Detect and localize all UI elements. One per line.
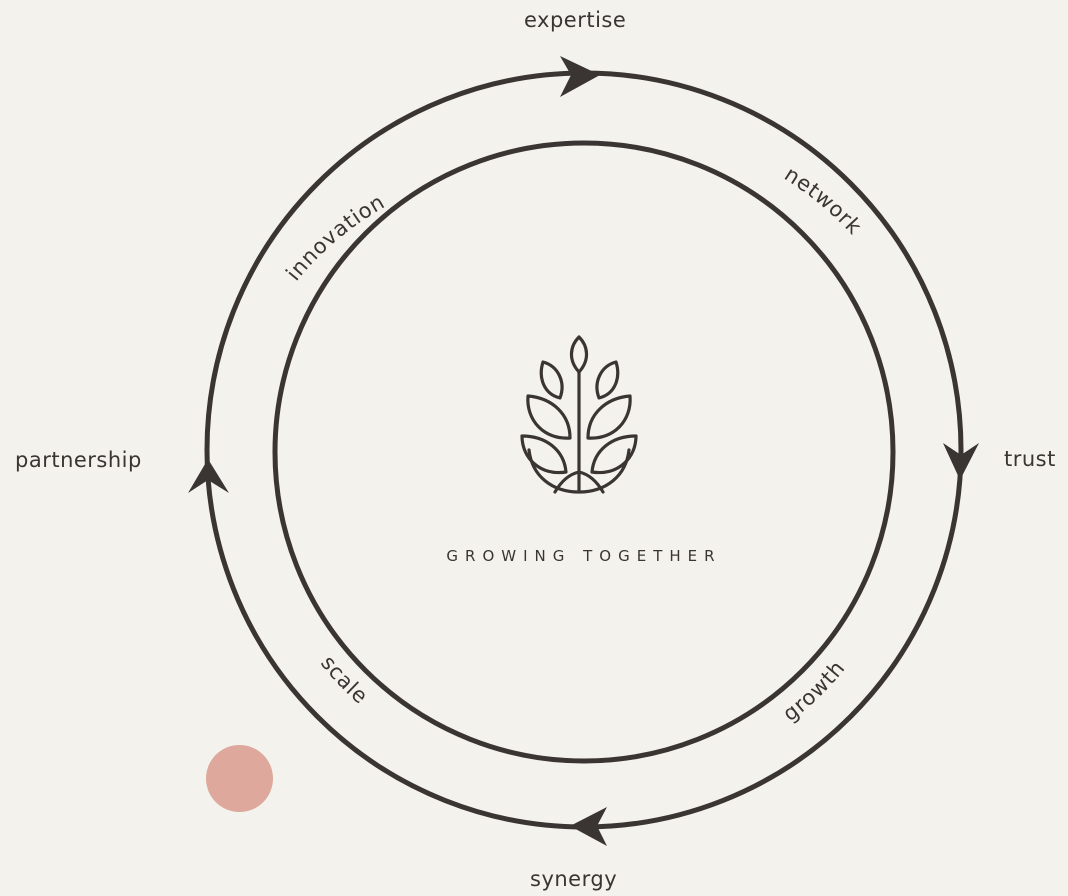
arrowhead-bottom [570,807,607,846]
node-label-expertise: expertise [524,8,627,32]
plant-sprout-icon [520,335,638,494]
circle-marker-icon [206,745,273,812]
outer-cycle-ring [204,70,964,830]
center-title: GROWING TOGETHER [446,547,722,565]
node-label-trust: trust [1004,447,1056,471]
arrowhead-top [560,56,600,97]
arrowhead-left [188,459,229,493]
arrowhead-right [943,443,979,480]
arc-label-growth: growth [778,656,849,726]
node-label-synergy: synergy [530,867,618,891]
inner-ring [272,140,896,764]
node-label-partnership: partnership [15,448,142,472]
arc-label-scale: scale [316,651,373,709]
